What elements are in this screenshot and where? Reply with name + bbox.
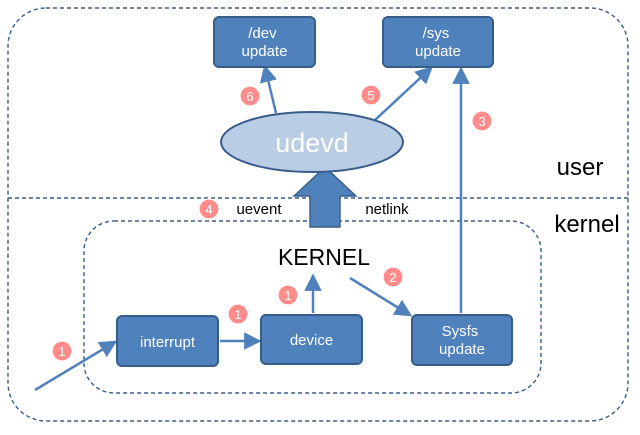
dev-update-line-1: /dev xyxy=(248,25,277,42)
svg-text:4: 4 xyxy=(205,202,212,217)
step-badge-6: 6 xyxy=(239,85,261,107)
step-badge-5: 5 xyxy=(360,84,382,106)
device-box: device xyxy=(260,314,363,365)
sys-update-line-2: update xyxy=(415,43,461,60)
interrupt-label: interrupt xyxy=(140,334,196,351)
step-badge-1-input: 1 xyxy=(51,340,73,362)
zone-label-kernel: kernel xyxy=(554,211,619,238)
svg-text:3: 3 xyxy=(478,114,485,129)
step-badge-1-kernel: 1 xyxy=(277,284,299,306)
arrow-input-to-interrupt xyxy=(34,340,118,392)
step-badge-2: 2 xyxy=(382,266,404,288)
svg-text:1: 1 xyxy=(58,344,65,359)
uevent-label: uevent xyxy=(236,201,282,218)
svg-text:Sysfs update: Sysfs update xyxy=(439,323,485,358)
svg-text:2: 2 xyxy=(389,270,396,285)
sysfs-update-box: Sysfs update xyxy=(411,314,513,366)
svg-text:1: 1 xyxy=(234,307,241,322)
dev-update-line-2: update xyxy=(242,43,288,60)
outer-system-boundary xyxy=(7,7,629,422)
arrow-kernel-to-sysfs xyxy=(349,276,413,317)
udevd-label: udevd xyxy=(275,128,349,158)
sysfs-update-line-1: Sysfs xyxy=(442,323,479,340)
interrupt-box: interrupt xyxy=(116,315,219,367)
uevent-netlink-block-arrow xyxy=(292,166,358,228)
dev-update-box: /dev update xyxy=(213,16,316,68)
svg-text:1: 1 xyxy=(284,288,291,303)
udevd-process: udevd xyxy=(220,111,404,173)
zone-label-user: user xyxy=(557,154,604,181)
svg-text:/dev update: /dev update xyxy=(242,25,288,60)
sys-update-line-1: /sys xyxy=(423,25,450,42)
svg-text:6: 6 xyxy=(246,89,253,104)
step-badge-3: 3 xyxy=(471,110,493,132)
sys-update-box: /sys update xyxy=(382,16,494,68)
netlink-label: netlink xyxy=(365,201,409,218)
svg-text:5: 5 xyxy=(367,88,374,103)
arrow-udevd-to-dev-update xyxy=(259,64,278,114)
device-label: device xyxy=(290,332,333,349)
sysfs-update-line-2: update xyxy=(439,341,485,358)
step-badge-4: 4 xyxy=(198,198,220,220)
kernel-label: KERNEL xyxy=(278,244,370,270)
arrow-udevd-to-sys-update xyxy=(374,66,433,121)
svg-text:/sys update: /sys update xyxy=(415,25,461,60)
step-badge-1-device: 1 xyxy=(227,303,249,325)
